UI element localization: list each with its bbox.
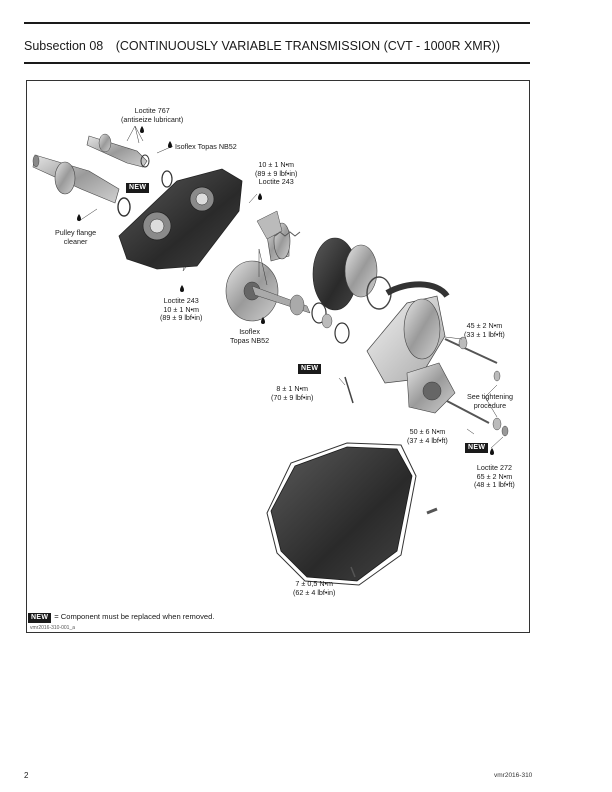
drive-pulley-parts — [225, 210, 392, 344]
callout-torque-7: 7 ± 0,5 N•m (62 ± 4 lbf•in) — [293, 579, 336, 597]
callout-isoflex-topas: Isoflex Topas NB52 — [230, 327, 270, 345]
legend-text: = Component must be replaced when remove… — [54, 612, 215, 621]
subsection-label: Subsection 08 — [24, 39, 104, 53]
new-badge: NEW — [298, 364, 322, 374]
top-rule — [24, 22, 530, 24]
cvt-exploded-illustration — [32, 125, 509, 586]
inner-cvt-cover — [118, 168, 243, 270]
new-badge: NEW — [465, 443, 489, 453]
new-component-legend: NEW= Component must be replaced when rem… — [28, 612, 214, 623]
callout-torque-45: 45 ± 2 N•m (33 ± 1 lbf•ft) — [464, 321, 505, 339]
page-number: 2 — [24, 771, 29, 780]
crankshaft-part — [32, 154, 120, 204]
figure-reference: vmr2016-310-001_a — [30, 625, 76, 631]
callout-loctite-243-torque-10: Loctite 243 10 ± 1 N•m (89 ± 9 lbf•in) — [160, 296, 203, 323]
new-badge: NEW — [126, 183, 150, 193]
callout-loctite-767: Loctite 767 (antiseize lubricant) — [121, 106, 184, 124]
fixed-sheave-shaft — [86, 133, 148, 168]
header-rule — [24, 62, 530, 64]
callout-see-tightening-procedure: See tightening procedure — [467, 392, 513, 410]
callout-pulley-flange-cleaner: Pulley flange cleaner — [55, 228, 97, 246]
o-rings — [117, 154, 173, 217]
outer-cvt-cover — [266, 442, 438, 586]
callout-isoflex-top: Isoflex Topas NB52 — [175, 142, 237, 151]
exploded-view-figure: Loctite 767 (antiseize lubricant) Isofle… — [26, 80, 530, 633]
callout-torque-50: 50 ± 6 N•m (37 ± 4 lbf•ft) — [407, 427, 448, 445]
driven-pulley-parts — [344, 281, 509, 437]
page-header: Subsection 08 (CONTINUOUSLY VARIABLE TRA… — [24, 39, 500, 53]
callout-torque-8: 8 ± 1 N•m (70 ± 9 lbf•in) — [271, 384, 314, 402]
section-title: (CONTINUOUSLY VARIABLE TRANSMISSION (CVT… — [115, 39, 501, 53]
callout-torque-10-loctite-243: 10 ± 1 N•m (89 ± 9 lbf•in) Loctite 243 — [255, 160, 298, 187]
callout-loctite-272-torque-65: Loctite 272 65 ± 2 N•m (48 ± 1 lbf•ft) — [474, 463, 515, 490]
lubricant-drop-icons — [77, 126, 494, 455]
document-code: vmr2016-310 — [494, 772, 533, 779]
new-badge: NEW — [28, 613, 52, 623]
